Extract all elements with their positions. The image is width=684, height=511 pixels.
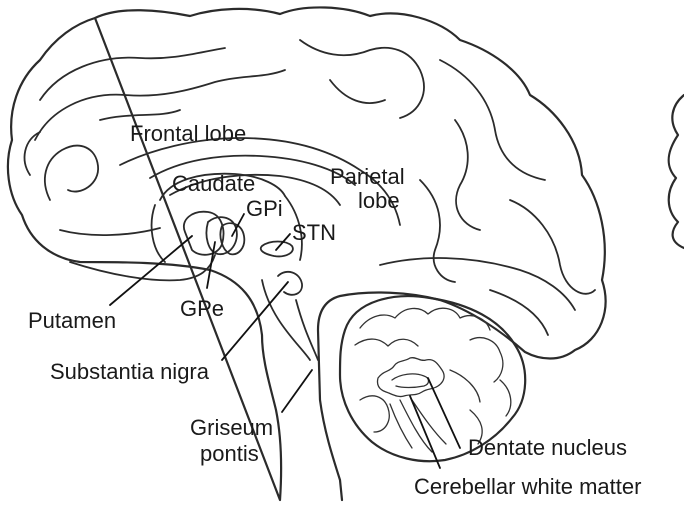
cerebellar-folia-1 [360,308,490,330]
label-caudate: Caudate [172,171,255,196]
brainstem-line-2 [296,300,318,360]
substantia-nigra-shape [278,272,302,295]
arbor-vitae-3 [390,404,412,448]
arbor-vitae-1 [400,400,432,452]
leader-griseum-pontis [282,370,312,412]
label-putamen: Putamen [28,308,116,333]
frontal-fold-1 [40,48,225,100]
cerebellar-folia-3 [470,338,503,382]
cerebellar-folia-4 [500,380,511,416]
occipital-fold-3 [490,290,548,335]
occipital-fold-1 [510,200,595,294]
parietal-fold-1 [300,40,424,118]
label-stn: STN [292,220,336,245]
parietal-fold-4 [455,120,480,230]
adjacent-figure-edge [669,95,684,248]
label-parietal-lobe-2: lobe [358,188,400,213]
leader-putamen [110,236,192,305]
frontal-fold-3 [45,146,98,200]
label-gpe: GPe [180,296,224,321]
cerebrum-outline [8,7,606,500]
frontal-fold-5 [25,132,40,175]
leader-substantia-nigra [222,282,288,360]
calcarine-fissure [380,258,575,310]
label-gpi: GPi [246,196,283,221]
dentate-inner [392,374,429,388]
leader-dentate-nucleus [428,378,460,448]
cerebellar-folia-2 [355,339,418,346]
label-parietal-lobe-1: Parietal [330,164,405,189]
cerebellar-folia-5 [360,396,389,432]
label-substantia-nigra: Substantia nigra [50,359,210,384]
label-griseum-pontis-2: pontis [200,441,259,466]
parietal-fold-2 [330,80,385,103]
label-griseum-pontis-1: Griseum [190,415,273,440]
label-dentate-nucleus: Dentate nucleus [468,435,627,460]
label-frontal-lobe: Frontal lobe [130,121,246,146]
occipital-fold-2 [420,180,455,282]
frontal-fold-6 [100,110,180,120]
cerebellar-folia-7 [450,370,480,402]
frontal-fold-4 [60,228,160,235]
label-cerebellar-white-matter: Cerebellar white matter [414,474,641,499]
